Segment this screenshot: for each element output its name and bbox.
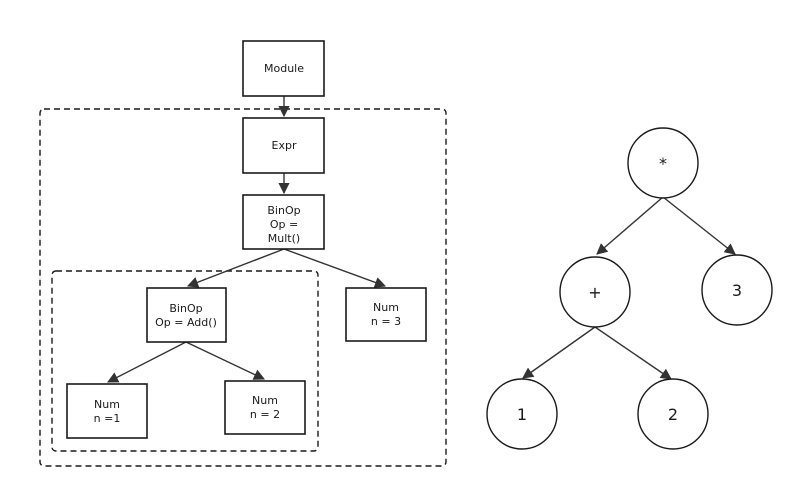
binop-mult-line1: BinOp [267,204,300,217]
tree-edges [522,196,736,380]
ast-node-num1: Num n =1 [66,383,148,439]
ast-node-num3: Num n = 3 [345,287,427,342]
edge-binop-num3 [283,248,387,288]
ast-edges [107,96,387,383]
tree-plus-label: + [588,283,601,302]
edge-add-num2 [185,341,266,380]
ast-node-module: Module [242,40,325,97]
num1-line2: n =1 [94,412,121,425]
edge-root-three [662,196,736,255]
ast-node-expr: Expr [242,117,325,174]
tree-node-two: 2 [637,378,709,450]
module-label: Module [264,62,304,75]
tree-root-label: * [659,154,667,173]
edge-add-num1 [107,341,187,383]
binop-mult-line2: Op = [270,218,298,231]
tree-node-plus: + [559,256,631,328]
tree-node-one: 1 [486,378,558,450]
tree-one-label: 1 [517,405,527,424]
num3-line1: Num [373,301,399,314]
num2-line2: n = 2 [250,408,280,421]
num3-line2: n = 3 [371,315,401,328]
binop-add-line1: BinOp [169,302,202,315]
tree-three-label: 3 [732,281,742,300]
ast-node-num2: Num n = 2 [224,380,306,435]
ast-node-binop-add: BinOp Op = Add() [146,287,227,343]
expr-label: Expr [272,139,297,152]
tree-node-root: * [627,127,699,199]
ast-node-binop-mult: BinOp Op = Mult() [242,194,325,250]
inner-dashed-group [51,270,319,452]
edge-root-plus [596,196,664,255]
edge-plus-two [594,326,672,380]
num2-line1: Num [252,394,278,407]
edge-binop-add [186,248,285,288]
num1-line1: Num [94,398,120,411]
tree-node-three: 3 [701,254,773,326]
binop-mult-line3: Mult() [268,232,300,245]
tree-two-label: 2 [668,405,678,424]
edge-plus-one [522,326,596,379]
binop-add-line2: Op = Add() [155,316,217,329]
